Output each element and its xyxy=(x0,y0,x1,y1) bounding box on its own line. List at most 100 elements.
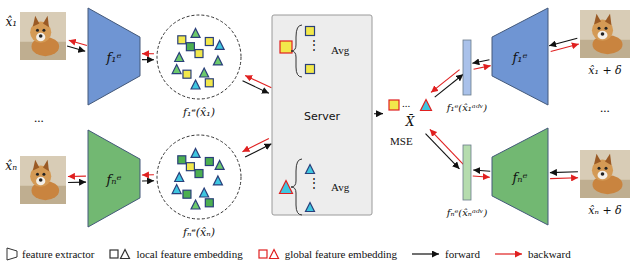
forward-arrow xyxy=(473,170,490,171)
embedding-triangle xyxy=(200,188,209,197)
math-label: f₁ᵉ(x̂₁ᵃᵈᵛ) xyxy=(447,102,488,113)
embedding-square xyxy=(195,50,203,58)
node-shape xyxy=(580,10,630,58)
dog-muzzle xyxy=(598,31,608,40)
embedding-square xyxy=(259,250,267,258)
embedding-triangle xyxy=(172,185,181,194)
embedding-square xyxy=(110,250,118,258)
dog-eye xyxy=(605,27,608,30)
node-shape xyxy=(463,40,471,95)
embedding-square xyxy=(186,163,194,171)
embedding-triangle xyxy=(121,250,130,259)
backward-arrow xyxy=(474,66,491,70)
legend-text: feature extractor xyxy=(22,248,94,260)
legend-icon xyxy=(257,247,281,261)
legend-item: local feature embedding xyxy=(108,247,242,261)
dog-ear xyxy=(33,160,39,171)
forward-arrow xyxy=(245,144,271,157)
forward-arrow xyxy=(549,38,577,45)
embedding-square xyxy=(183,70,191,78)
node-img: x̂₁ xyxy=(20,12,66,60)
embedding-triangle xyxy=(175,53,184,62)
backward-arrow xyxy=(430,129,464,164)
node-circ: fₙᵉ(x̂ₙ) xyxy=(156,134,242,220)
backward-arrow xyxy=(245,75,271,87)
backward-arrow xyxy=(551,44,579,51)
embedding-square xyxy=(306,27,315,36)
embedding-triangle xyxy=(213,176,222,185)
node-shape xyxy=(156,14,242,100)
backward-arrow xyxy=(68,176,86,177)
dog-eye xyxy=(36,173,39,176)
dog-muzzle xyxy=(36,33,45,42)
label-holder: fₙᵉ xyxy=(106,170,121,188)
label-holder: x̂₁ + δ xyxy=(588,60,621,78)
legend-item: forward xyxy=(411,247,480,261)
annotation-label: ... xyxy=(34,110,44,126)
label-holder: x̂ₙ xyxy=(5,156,17,174)
node-img: x̂₁ + δ xyxy=(580,10,630,58)
embedding-triangle xyxy=(191,80,200,89)
forward-arrow xyxy=(472,60,489,64)
label-holder: Server xyxy=(304,106,340,124)
embedding-cloud xyxy=(157,135,241,219)
dog-ear xyxy=(43,16,49,28)
feature-extractor xyxy=(88,130,140,227)
math-label: f₁ᵉ(x̂₁) xyxy=(183,106,215,119)
backward-arrow xyxy=(495,253,522,254)
math-label: x̂₁ xyxy=(5,15,17,29)
legend-item: feature extractor xyxy=(6,247,94,261)
embedding-triangle xyxy=(215,40,224,49)
annotation-label: Avg xyxy=(331,44,349,57)
node-bar: fₙᵉ(x̂ₙᵃᵈᵛ) xyxy=(463,145,471,200)
dog-ear xyxy=(594,14,601,25)
legend-text: backward xyxy=(528,248,571,260)
math-label: x̂ₙ xyxy=(5,159,17,173)
photo-ground xyxy=(20,12,66,60)
dog-muzzle xyxy=(598,171,608,180)
forward-arrow xyxy=(243,81,269,93)
embedding-triangle xyxy=(175,173,184,182)
node-shape xyxy=(156,134,242,220)
bracket xyxy=(291,25,302,77)
node-trapL: fₙᵉ xyxy=(88,130,140,227)
embedding-square xyxy=(205,38,213,46)
backward-arrow xyxy=(550,177,578,179)
legend-text: forward xyxy=(445,248,480,260)
forward-arrow xyxy=(412,253,439,254)
legend-icon xyxy=(6,247,18,261)
label-holder: x̂₁ xyxy=(5,12,17,30)
server-label: Server xyxy=(304,110,340,123)
math-label: fₙᵉ(x̂ₙᵃᵈᵛ) xyxy=(447,207,488,218)
forward-arrow xyxy=(426,134,460,169)
embedding-square xyxy=(205,158,213,166)
embedding-triangle xyxy=(269,250,278,259)
label-holder: x̂ₙ + δ xyxy=(588,200,622,218)
node-shape xyxy=(463,145,471,200)
math-label: x̂ₙ + δ xyxy=(588,204,622,217)
embedding-square xyxy=(178,36,186,44)
legend: feature extractor local feature embedding… xyxy=(6,247,585,261)
embedding-triangle xyxy=(213,56,222,65)
dog-eye xyxy=(42,173,45,176)
legend-icon xyxy=(108,247,132,261)
feature-extractor xyxy=(492,8,548,105)
label-holder: X̄ xyxy=(406,112,415,130)
node-shape xyxy=(20,156,66,204)
extractor-icon xyxy=(7,248,17,260)
dog-nose xyxy=(601,32,605,36)
annotation-label: ... xyxy=(600,100,610,116)
forward-arrow xyxy=(550,171,578,173)
node-bar: f₁ᵉ(x̂₁ᵃᵈᵛ) xyxy=(463,40,471,95)
node-shape xyxy=(20,12,66,60)
legend-icon xyxy=(494,247,524,261)
annotation-label: ⋮ xyxy=(308,176,320,190)
backward-arrow xyxy=(473,176,490,177)
legend-text: global feature embedding xyxy=(285,248,397,260)
dog-ear xyxy=(605,14,612,26)
node-img: x̂ₙ xyxy=(20,156,66,204)
server-box xyxy=(272,15,372,215)
photo-ground xyxy=(580,150,630,198)
backward-arrow xyxy=(431,70,460,93)
forward-arrow xyxy=(374,113,383,114)
